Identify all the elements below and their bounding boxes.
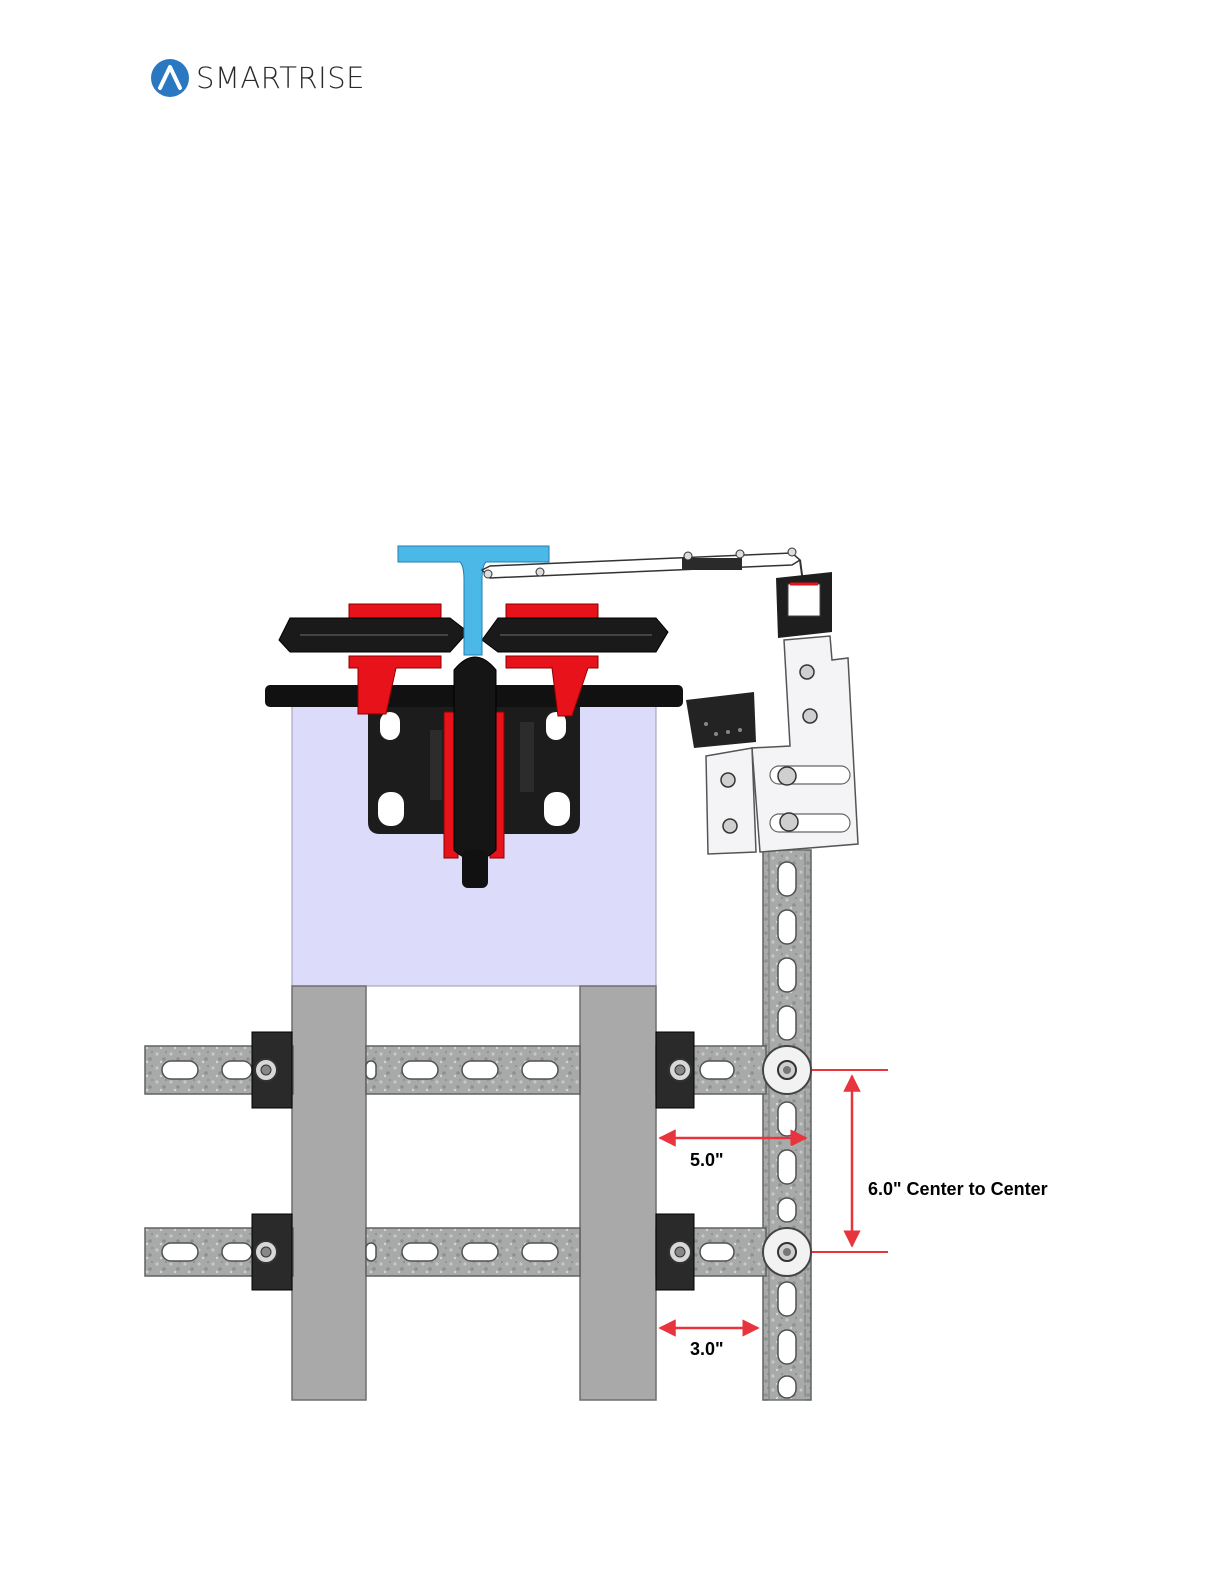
dimension-lower-offset-label: 3.0" — [690, 1339, 724, 1359]
vertical-strut — [763, 850, 811, 1400]
mounting-bracket — [706, 636, 858, 854]
sensor-head-lower — [686, 692, 756, 748]
dimension-center-to-center: 6.0" Center to Center — [812, 1070, 1048, 1252]
rail-left — [292, 986, 366, 1400]
dimension-center-to-center-label: 6.0" Center to Center — [868, 1179, 1048, 1199]
dimension-upper-offset-label: 5.0" — [690, 1150, 724, 1170]
rail-right — [580, 986, 656, 1400]
sensor-head-upper — [776, 572, 832, 638]
dimension-lower-offset: 3.0" — [660, 1328, 758, 1359]
